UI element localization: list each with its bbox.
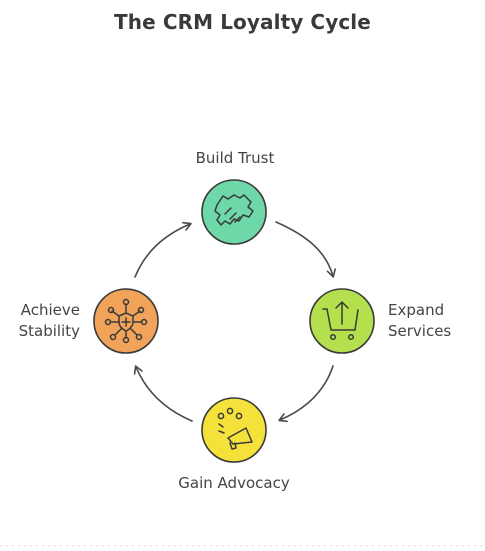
megaphone-icon bbox=[217, 407, 253, 450]
cart-up-arrow-icon bbox=[322, 301, 359, 341]
label-expand-services: Expand Services bbox=[388, 300, 451, 342]
node-gain-advocacy bbox=[201, 397, 267, 463]
arrow-services-to-advocacy bbox=[278, 365, 334, 423]
label-expand-services-line-2: Services bbox=[388, 322, 452, 340]
arrow-trust-to-services bbox=[275, 221, 336, 278]
label-gain-advocacy: Gain Advocacy bbox=[134, 473, 334, 494]
arrow-advocacy-to-stability bbox=[133, 365, 193, 422]
label-build-trust-line-1: Build Trust bbox=[195, 149, 275, 167]
label-achieve-stability-line-1: Achieve bbox=[20, 301, 80, 319]
node-expand-services bbox=[309, 288, 375, 354]
diagram-title: The CRM Loyalty Cycle bbox=[114, 10, 371, 34]
handshake-icon bbox=[214, 194, 254, 226]
label-achieve-stability-line-2: Stability bbox=[18, 322, 80, 340]
node-achieve-stability bbox=[93, 288, 159, 354]
label-build-trust: Build Trust bbox=[140, 148, 330, 169]
arrow-stability-to-trust bbox=[134, 221, 192, 278]
label-expand-services-line-1: Expand bbox=[388, 301, 445, 319]
node-build-trust bbox=[201, 179, 267, 245]
label-gain-advocacy-line-1: Gain Advocacy bbox=[178, 474, 290, 492]
shield-network-icon bbox=[104, 298, 148, 344]
label-achieve-stability: Achieve Stability bbox=[0, 300, 80, 342]
